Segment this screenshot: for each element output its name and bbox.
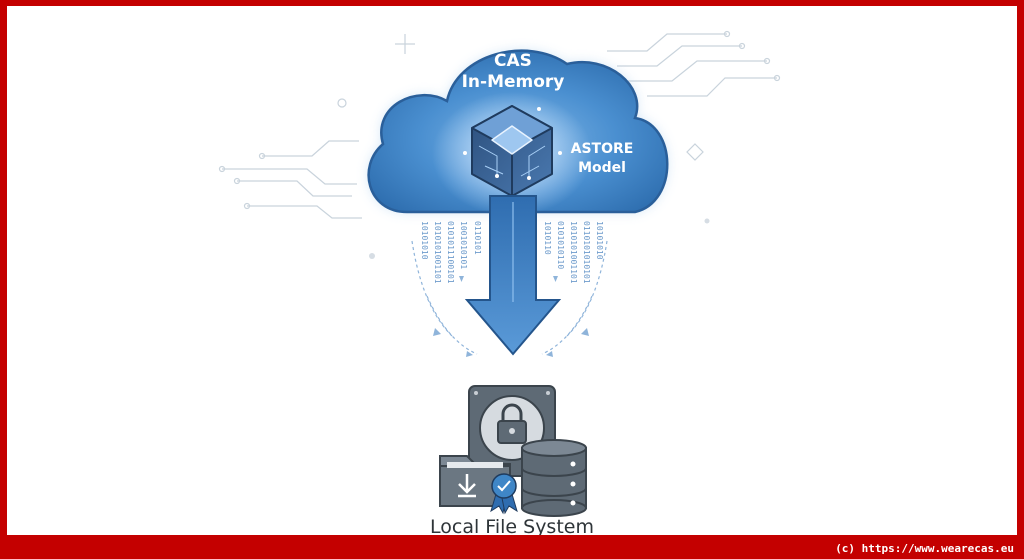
cloud-title-line2: In-Memory	[462, 72, 565, 92]
svg-text:10101010: 10101010	[595, 221, 604, 260]
diagram-canvas: 1010101001101 0101011100101 1001010101 0…	[7, 6, 1017, 535]
cloud-title-line1: CAS	[494, 51, 532, 71]
model-label-line1: ASTORE	[571, 141, 634, 157]
circuit-lines-left	[218, 140, 362, 219]
svg-text:1010101001101: 1010101001101	[569, 221, 578, 284]
copyright-footer: (c) https://www.wearecas.eu	[835, 542, 1014, 555]
destination-label: Local File System	[430, 516, 594, 538]
binary-streams: 1010101001101 0101011100101 1001010101 0…	[420, 221, 604, 284]
stream-curves	[411, 240, 608, 355]
svg-text:1010110: 1010110	[543, 221, 552, 255]
svg-text:1001010101: 1001010101	[459, 221, 468, 269]
svg-text:10101010: 10101010	[420, 221, 429, 260]
svg-text:1010101001101: 1010101001101	[433, 221, 442, 284]
model-label-line2: Model	[578, 160, 626, 176]
padlock-icon	[497, 403, 527, 444]
svg-text:0110101010101: 0110101010101	[582, 221, 591, 284]
database-icon	[521, 439, 587, 517]
svg-text:0101011100101: 0101011100101	[446, 221, 455, 284]
svg-text:0110101: 0110101	[473, 221, 482, 255]
export-diagram: 1010101001101 0101011100101 1001010101 0…	[218, 30, 781, 517]
decorative-sparkles	[337, 34, 710, 259]
stream-arrowheads	[433, 276, 589, 357]
cube-icon	[463, 105, 562, 197]
circuit-lines-right	[607, 30, 781, 97]
arrow-down-icon	[464, 195, 562, 356]
certificate-badge-icon	[490, 473, 518, 515]
svg-text:0101010110: 0101010110	[556, 221, 565, 269]
